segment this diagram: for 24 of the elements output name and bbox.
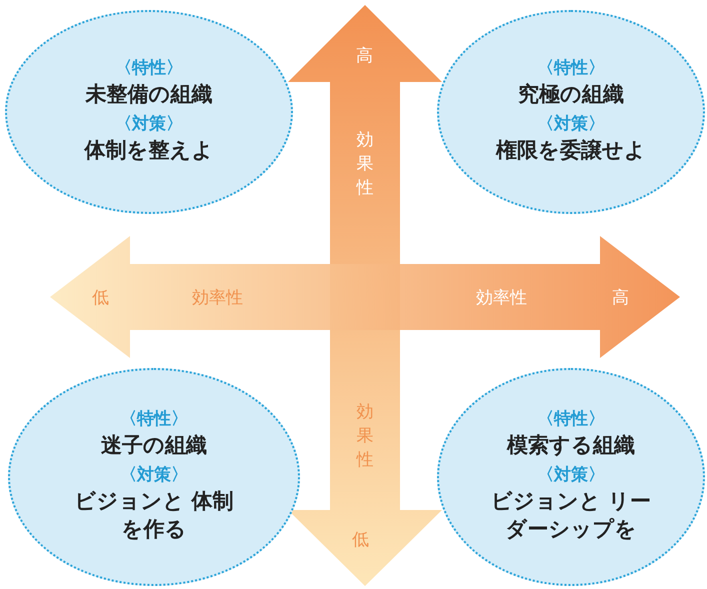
axis-label: 低 (352, 530, 369, 550)
axis-label: 効率性 (192, 288, 243, 308)
section-heading: 〈特性〉 (537, 57, 605, 80)
quadrant-text: 究極の組織 (518, 81, 624, 108)
section-heading: 〈対策〉 (120, 464, 188, 487)
quadrant-text: 模索する組織 (507, 432, 635, 459)
axis-label: 高 (612, 288, 629, 308)
section-heading: 〈対策〉 (115, 113, 183, 136)
section-heading: 〈特性〉 (120, 408, 188, 431)
axis-label: 効果性 (356, 401, 374, 472)
section-heading: 〈対策〉 (537, 464, 605, 487)
axis-label: 高 (356, 46, 373, 66)
section-heading: 〈特性〉 (115, 57, 183, 80)
axis-label: 効果性 (356, 129, 374, 200)
quadrant-text: 権限を委譲せよ (496, 137, 646, 164)
quadrant-text: ビジョンと リーダーシップを (490, 488, 652, 543)
quadrant-text: 体制を整えよ (84, 137, 214, 164)
quadrant-text: 迷子の組織 (101, 432, 207, 459)
axis-label: 低 (92, 288, 109, 308)
section-heading: 〈特性〉 (537, 408, 605, 431)
quadrant-text: ビジョンと 体制を作る (73, 488, 235, 543)
quadrant-text: 未整備の組織 (86, 81, 212, 108)
section-heading: 〈対策〉 (537, 113, 605, 136)
axis-label: 効率性 (476, 288, 527, 308)
